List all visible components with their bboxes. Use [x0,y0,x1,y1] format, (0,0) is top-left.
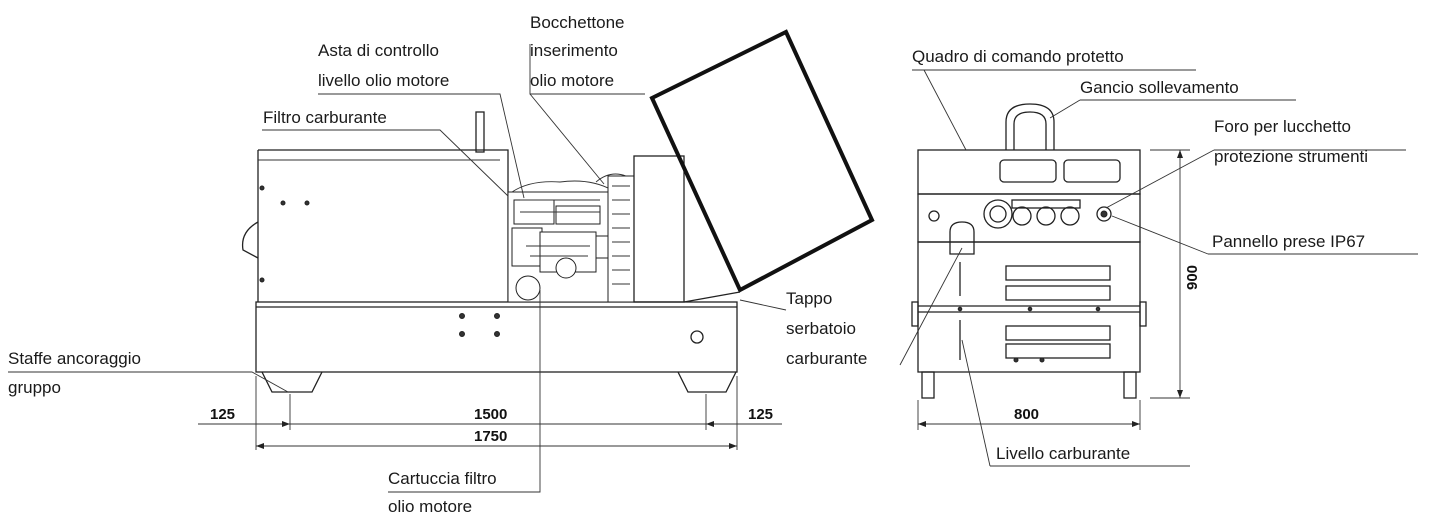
dim-center-span: 1500 [474,406,507,423]
dim-total-length: 1750 [474,428,507,445]
rear-bulge [241,221,259,259]
fuel-cap-side [690,330,704,344]
socket-panel [917,193,1141,243]
base-frame [255,301,738,373]
callout-labels: Bocchettone inserimento olio motore Asta… [8,13,1368,516]
canopy-outline [258,149,509,302]
label-asta-2: livello olio motore [318,71,449,90]
padlock-hole [1096,206,1112,222]
side-view-dimensions [198,376,782,450]
label-bocchettone-2: inserimento [530,41,618,60]
label-quadro: Quadro di comando protetto [912,47,1124,66]
engine-block [507,173,633,303]
label-pannello: Pannello prese IP67 [1212,232,1365,251]
label-cartuccia-1: Cartuccia filtro [388,469,497,488]
label-gancio: Gancio sollevamento [1080,78,1239,97]
dim-width: 800 [1014,406,1039,423]
anchor-foot-right [677,371,737,393]
fuel-cap [949,221,975,255]
radiator [633,155,685,303]
label-cartuccia-2: olio motore [388,497,472,516]
open-lid [649,29,875,293]
front-view-leaders [899,69,1418,467]
front-view-dimensions [917,149,1190,430]
dim-height: 900 [1184,265,1201,290]
dimension-labels: 125 1500 125 1750 800 900 [210,265,1201,445]
label-staffe-1: Staffe ancoraggio [8,349,141,368]
label-tappo-2: serbatoio [786,319,856,338]
label-tappo-1: Tappo [786,289,832,308]
label-filtro-carburante: Filtro carburante [263,108,387,127]
anchor-foot-left [261,371,323,393]
label-staffe-2: gruppo [8,378,61,397]
side-view [241,29,875,393]
label-tappo-3: carburante [786,349,867,368]
label-asta-1: Asta di controllo [318,41,439,60]
exhaust-pipe [475,111,485,153]
label-foro-2: protezione strumenti [1214,147,1368,166]
label-foro-1: Foro per lucchetto [1214,117,1351,136]
control-panel-box [917,149,1141,195]
label-bocchettone-3: olio motore [530,71,614,90]
radiator-fan [607,175,635,303]
front-view [911,103,1147,399]
lifting-hook [1005,103,1055,150]
side-view-leaders [8,44,787,493]
label-livello: Livello carburante [996,444,1130,463]
dim-right-margin: 125 [748,406,773,423]
dim-left-margin: 125 [210,406,235,423]
label-bocchettone-1: Bocchettone [530,13,625,32]
